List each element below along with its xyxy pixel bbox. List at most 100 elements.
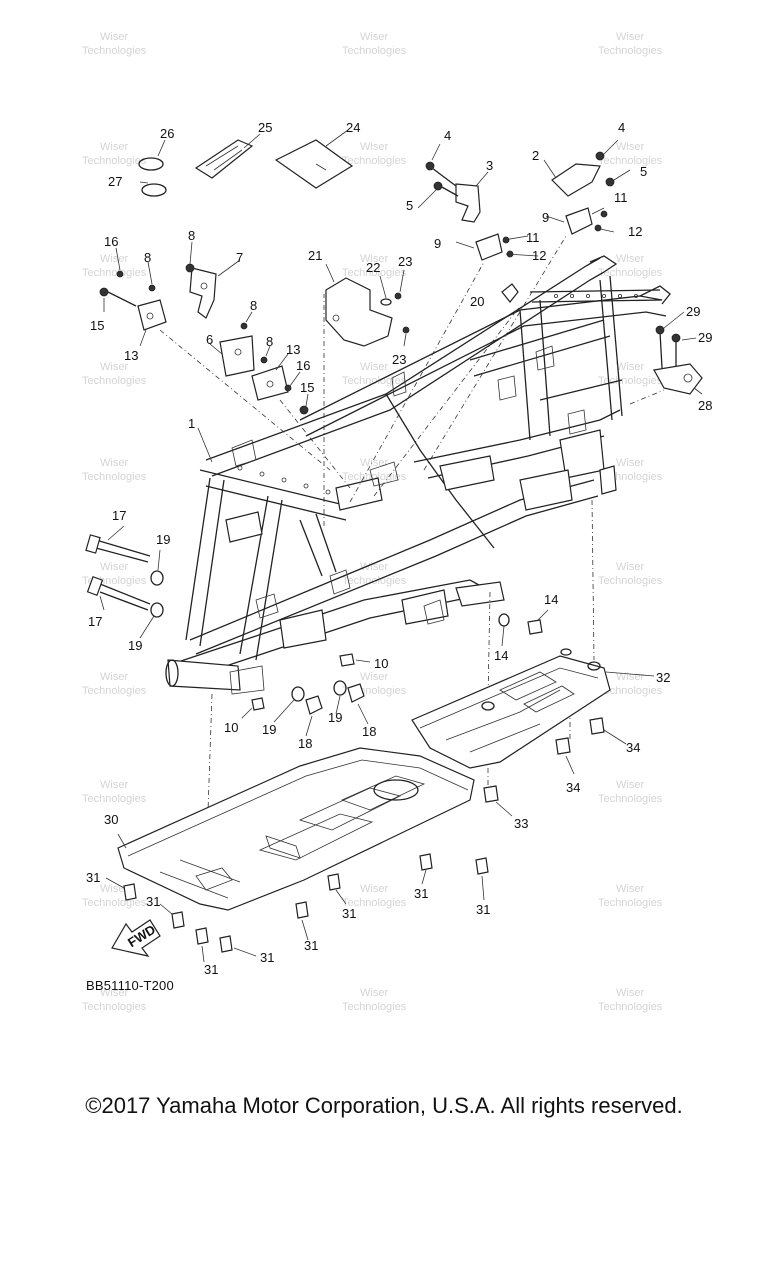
bolt: [147, 261, 156, 292]
svg-text:Technologies: Technologies: [82, 685, 147, 697]
callout-29: 29: [698, 330, 712, 345]
callout-12: 12: [532, 248, 546, 263]
svg-text:Technologies: Technologies: [82, 471, 147, 483]
callout-5: 5: [640, 164, 647, 179]
bolt: [299, 393, 309, 415]
callout-4: 4: [618, 120, 625, 135]
bolt-17-upper: [85, 525, 151, 563]
callout-11: 11: [614, 190, 628, 205]
callout-31: 31: [342, 906, 356, 921]
svg-text:Technologies: Technologies: [598, 897, 663, 909]
callout-31: 31: [476, 902, 490, 917]
callout-10: 10: [224, 720, 238, 735]
nut-10-right: [339, 653, 371, 667]
callout-30: 30: [104, 812, 118, 827]
bracket-13-upper: [137, 299, 167, 347]
svg-text:Technologies: Technologies: [82, 1001, 147, 1013]
svg-text:Wiser: Wiser: [616, 883, 644, 895]
bolts-left-upper: [99, 241, 309, 415]
svg-text:Wiser: Wiser: [360, 141, 388, 153]
svg-text:Technologies: Technologies: [342, 267, 407, 279]
manual-bag-24: [274, 139, 354, 189]
svg-text:Wiser: Wiser: [616, 671, 644, 683]
callout-25: 25: [258, 120, 272, 135]
callout-23: 23: [392, 352, 406, 367]
nut-18-left: [305, 695, 323, 737]
nut-14: [498, 609, 549, 647]
o-ring-26: [138, 157, 164, 171]
svg-text:Technologies: Technologies: [82, 897, 147, 909]
bracket-3: [417, 143, 489, 223]
callout-6: 6: [206, 332, 213, 347]
bracket-13-lower: [251, 353, 289, 401]
callout-31: 31: [204, 962, 218, 977]
callout-10: 10: [374, 656, 388, 671]
svg-text:Technologies: Technologies: [342, 1001, 407, 1013]
bolt: [284, 371, 301, 392]
cover-21: [325, 263, 393, 347]
callout-7: 7: [236, 250, 243, 265]
bolt: [260, 345, 271, 364]
callout-18: 18: [362, 724, 376, 739]
svg-text:Technologies: Technologies: [342, 897, 407, 909]
svg-text:Wiser: Wiser: [616, 457, 644, 469]
callout-31: 31: [414, 886, 428, 901]
svg-text:Technologies: Technologies: [598, 375, 663, 387]
callout-21: 21: [308, 248, 322, 263]
svg-text:Wiser: Wiser: [100, 253, 128, 265]
svg-text:Wiser: Wiser: [100, 561, 128, 573]
svg-text:Technologies: Technologies: [598, 575, 663, 587]
leader-1: [197, 427, 213, 463]
bolt: [115, 247, 124, 278]
svg-text:Wiser: Wiser: [616, 253, 644, 265]
callout-31: 31: [304, 938, 318, 953]
svg-text:Wiser: Wiser: [616, 561, 644, 573]
callout-19: 19: [262, 722, 276, 737]
callout-26: 26: [160, 126, 174, 141]
skid-plate-32: [411, 648, 655, 769]
callout-1: 1: [188, 416, 195, 431]
callout-29: 29: [686, 304, 700, 319]
svg-text:Wiser: Wiser: [616, 779, 644, 791]
svg-text:Technologies: Technologies: [598, 1001, 663, 1013]
callout-24: 24: [346, 120, 360, 135]
svg-text:Technologies: Technologies: [598, 793, 663, 805]
callout-14: 14: [494, 648, 508, 663]
svg-text:Wiser: Wiser: [360, 671, 388, 683]
leaders-top-left: [139, 129, 349, 184]
svg-text:Wiser: Wiser: [360, 253, 388, 265]
callout-8: 8: [188, 228, 195, 243]
callout-5: 5: [406, 198, 413, 213]
svg-text:Technologies: Technologies: [82, 375, 147, 387]
callout-2: 2: [532, 148, 539, 163]
bracket-7: [189, 259, 241, 319]
callout-18: 18: [298, 736, 312, 751]
callout-34: 34: [566, 780, 580, 795]
callout-20: 20: [470, 294, 484, 309]
svg-text:Wiser: Wiser: [360, 561, 388, 573]
callout-13: 13: [286, 342, 300, 357]
bolt-34-right: [589, 717, 627, 745]
svg-text:Wiser: Wiser: [100, 671, 128, 683]
clamp-20: [501, 283, 519, 303]
svg-text:Technologies: Technologies: [598, 155, 663, 167]
callout-layer: 1 2 3 4 4 5 5 6 7 8 8 8 8 9 9 10 10 11 1…: [86, 120, 712, 977]
o-ring-27: [141, 183, 167, 197]
clip-22-23: [379, 269, 410, 347]
svg-text:Wiser: Wiser: [360, 31, 388, 43]
washer-19-mid: [139, 602, 164, 639]
svg-text:Technologies: Technologies: [82, 267, 147, 279]
callout-15: 15: [90, 318, 104, 333]
callout-13: 13: [124, 348, 138, 363]
